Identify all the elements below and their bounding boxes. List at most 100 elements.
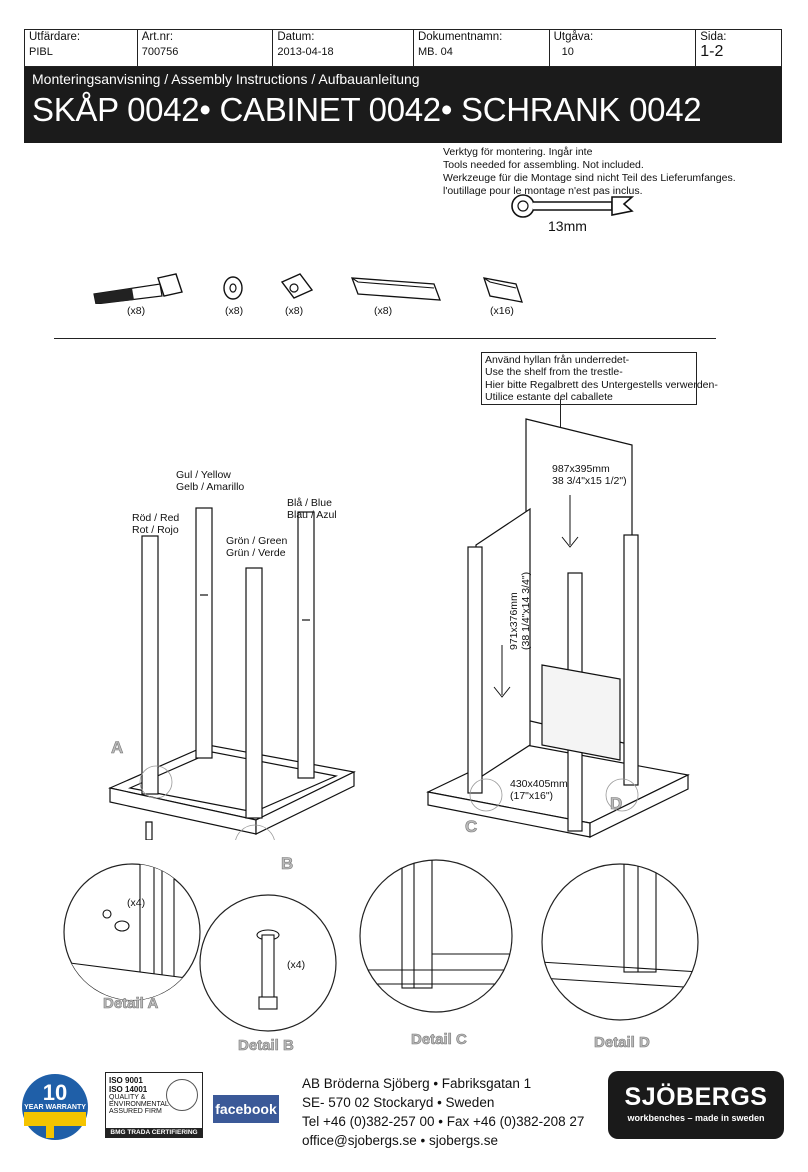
banner-title: SKÅP 0042• CABINET 0042• SCHRANK 0042 xyxy=(32,91,702,128)
facebook-logo[interactable]: facebook xyxy=(213,1095,279,1123)
company-line: AB Bröderna Sjöberg • Fabriksgatan 1 xyxy=(302,1076,532,1091)
detail-a-circle xyxy=(63,863,201,1001)
leg-label-line: Grün / Verde xyxy=(226,547,286,559)
part-qty: (x8) xyxy=(285,305,304,317)
shelf-note-line: Utilice estante del caballete xyxy=(485,390,613,403)
header-value: 1-2 xyxy=(700,43,724,60)
detail-b-label: Detail B xyxy=(238,1037,294,1055)
dim-line: (17"x16") xyxy=(510,790,554,802)
shelf-note-line: Hier bitte Regalbrett des Untergestells … xyxy=(485,378,718,391)
leg-label-line: Rot / Rojo xyxy=(132,524,179,536)
accreditation-seal-icon xyxy=(166,1079,198,1111)
tools-line: Tools needed for assembling. Not include… xyxy=(443,159,644,171)
iso-certificate-logo: ISO 9001 ISO 14001 QUALITY & ENVIRONMENT… xyxy=(105,1072,203,1138)
detail-d-circle xyxy=(541,863,699,1021)
bottom-dimension: 430x405mm(17"x16") xyxy=(510,778,568,802)
wrench-icon xyxy=(511,194,635,218)
header-label: Utgåva: xyxy=(553,31,594,43)
side-panel-dimension: 971x376mm(38 1/4"x14 3/4") xyxy=(508,570,532,650)
marker-a: A xyxy=(111,738,124,758)
header-value: MB. 04 xyxy=(417,46,453,58)
header-artnr: Art.nr: 700756 xyxy=(138,30,274,66)
part-qty: (x8) xyxy=(225,305,244,317)
part-qty: (x16) xyxy=(490,305,514,317)
header-date: Datum: 2013-04-18 xyxy=(273,30,414,66)
banner-subtitle: Monteringsanvisning / Assembly Instructi… xyxy=(32,71,420,87)
header-label: Art.nr: xyxy=(141,31,174,43)
header-label: Dokumentnamn: xyxy=(417,31,503,43)
iso-14001: ISO 14001 xyxy=(109,1085,148,1094)
shelf-note-line: Use the shelf from the trestle- xyxy=(485,366,623,379)
barrel-nut-icon xyxy=(280,273,314,299)
company-address: AB Bröderna Sjöberg • Fabriksgatan 1 SE-… xyxy=(302,1074,584,1150)
leg-label-line: Blau / Azul xyxy=(287,509,337,521)
header-value: 10 xyxy=(561,46,574,58)
dim-line: 971x376mm xyxy=(508,592,520,650)
iso-text-line: QUALITY & xyxy=(109,1094,146,1101)
header-value: 2013-04-18 xyxy=(277,46,334,58)
section-divider xyxy=(54,338,716,339)
dim-line: 987x395mm xyxy=(552,463,610,475)
company-line: SE- 570 02 Stockaryd • Sweden xyxy=(302,1095,495,1110)
brand-tagline: workbenches – made in sweden xyxy=(627,1113,765,1123)
header-issuer: Utfärdare: PIBL xyxy=(25,30,138,66)
title-banner: Monteringsanvisning / Assembly Instructi… xyxy=(24,67,782,143)
marker-c: C xyxy=(465,817,478,837)
sjobergs-logo: SJÖBERGS workbenches – made in sweden xyxy=(608,1071,784,1139)
header-docname: Dokumentnamn: MB. 04 xyxy=(414,30,550,66)
long-bracket-icon xyxy=(351,277,441,301)
marker-b: B xyxy=(281,854,294,874)
header-value: PIBL xyxy=(29,46,53,58)
marker-d: D xyxy=(610,794,623,814)
note-leader-line xyxy=(560,399,561,427)
dim-line: (38 1/4"x14 3/4") xyxy=(520,571,532,650)
bmg-trada-strip: BMG TRADA CERTIFIERING xyxy=(106,1128,202,1137)
iso-9001: ISO 9001 xyxy=(109,1076,143,1085)
part-qty: (x8) xyxy=(127,305,146,317)
iso-text-line: ASSURED FIRM xyxy=(109,1108,162,1115)
iso-text-line: ENVIRONMENTAL xyxy=(109,1101,169,1108)
tools-line: Verktyg för montering. Ingår inte xyxy=(443,146,593,158)
header-label: Datum: xyxy=(277,31,315,43)
dim-line: 38 3/4"x15 1/2") xyxy=(552,475,627,487)
detail-a-label: Detail A xyxy=(103,995,159,1013)
header-label: Utfärdare: xyxy=(29,31,81,43)
detail-b-circle xyxy=(199,894,337,1032)
header-label: Sida: xyxy=(700,31,727,43)
tools-line: l'outillage pour le montage n'est pas in… xyxy=(443,185,643,197)
bolt-icon xyxy=(93,273,183,304)
detail-c-circle xyxy=(359,859,513,1013)
header-table: Utfärdare: PIBL Art.nr: 700756 Datum: 2013-… xyxy=(24,29,782,67)
leg-label-line: Röd / Red xyxy=(132,512,180,524)
warranty-badge-icon: 10 YEAR WARRANTY xyxy=(22,1074,88,1140)
part-qty: (x8) xyxy=(374,305,393,317)
cabinet-panel-assembly-drawing xyxy=(426,418,690,838)
brand-name: SJÖBERGS xyxy=(624,1083,768,1111)
shelf-note: Använd hyllan från underredet- Use the s… xyxy=(481,352,718,406)
short-bracket-icon xyxy=(483,277,523,303)
detail-b-qty: (x4) xyxy=(287,959,306,971)
header-value: 700756 xyxy=(141,46,179,58)
warranty-number: 10 xyxy=(43,1080,67,1105)
leg-label-line: Gul / Yellow xyxy=(176,469,231,481)
tools-line: Werkzeuge für die Montage sind nicht Tei… xyxy=(443,172,736,184)
detail-a-qty: (x4) xyxy=(127,897,146,909)
tools-note: Verktyg för montering. Ingår inte Tools … xyxy=(443,146,736,198)
header-edition: Utgåva: 10 xyxy=(550,30,697,66)
wrench-size: 13mm xyxy=(548,218,587,234)
trestle-leg-assembly-drawing xyxy=(108,507,356,840)
dim-line: 430x405mm xyxy=(510,778,568,790)
detail-c-label: Detail C xyxy=(411,1031,467,1049)
detail-d-label: Detail D xyxy=(594,1034,650,1052)
leg-label-line: Blå / Blue xyxy=(287,497,332,509)
shelf-note-line: Använd hyllan från underredet- xyxy=(485,354,630,366)
company-line: Tel +46 (0)382-257 00 • Fax +46 (0)382-2… xyxy=(302,1114,585,1129)
header-page: Sida:1-2 xyxy=(696,30,781,66)
leg-label-line: Gelb / Amarillo xyxy=(176,481,245,493)
washer-icon xyxy=(223,276,243,300)
